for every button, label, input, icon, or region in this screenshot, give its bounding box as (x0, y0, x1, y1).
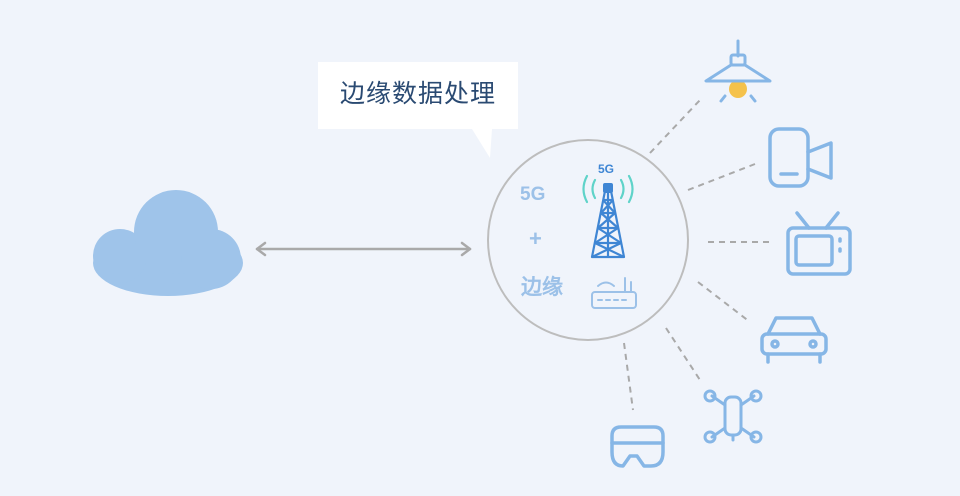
hub-label-edge: 边缘 (521, 275, 563, 299)
router-icon (591, 277, 637, 309)
connector-vr (623, 342, 634, 411)
signal-waves-icon (582, 174, 634, 204)
connector-drone (665, 327, 701, 381)
connector-lamp (649, 99, 701, 154)
callout-label: 边缘数据处理 (339, 79, 496, 108)
callout-bubble (318, 62, 518, 158)
vr-headset-icon (610, 425, 665, 468)
ceiling-lamp-icon (704, 39, 772, 103)
hub-label-plus: + (529, 226, 542, 251)
car-icon (760, 316, 828, 364)
bidirectional-arrow (255, 241, 472, 257)
cloud-icon (93, 190, 243, 296)
drone-icon (703, 389, 763, 444)
connector-car (697, 281, 751, 323)
hub-label-5g: 5G (520, 184, 546, 205)
device-connectors (623, 99, 772, 411)
cell-tower-icon (582, 174, 634, 259)
edge-hub-circle (487, 139, 689, 341)
tv-icon (786, 211, 852, 276)
tower-label-5g: 5G (598, 162, 615, 176)
video-camera-icon (768, 127, 833, 188)
connector-camera (687, 163, 756, 191)
